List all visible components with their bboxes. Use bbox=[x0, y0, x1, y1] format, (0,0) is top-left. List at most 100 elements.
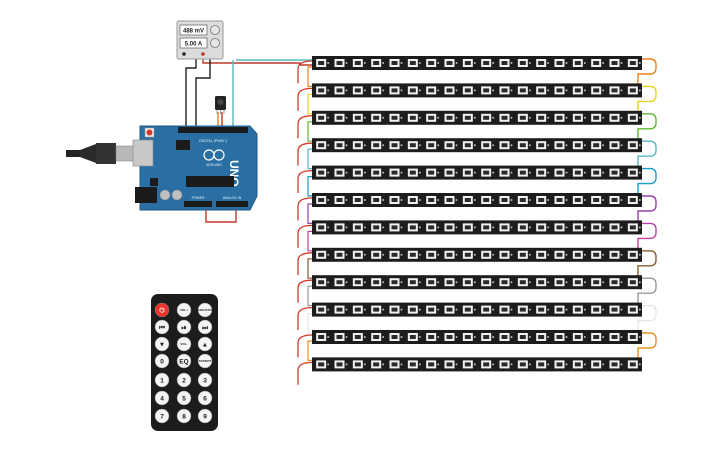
led-pad bbox=[455, 336, 458, 338]
remote-button-vol-plus[interactable]: VOL+ bbox=[176, 302, 192, 318]
led-pad bbox=[492, 253, 495, 256]
led-chip bbox=[318, 198, 325, 202]
led-pad bbox=[400, 226, 403, 229]
led-chip bbox=[538, 307, 545, 312]
led-strip-9[interactable] bbox=[312, 275, 642, 290]
led-pad bbox=[400, 281, 403, 284]
led-pad bbox=[638, 144, 641, 147]
led-strip-10[interactable] bbox=[312, 302, 642, 317]
led-chip bbox=[446, 307, 453, 312]
remote-button-label: 2 bbox=[182, 377, 186, 384]
remote-button-zero[interactable]: 0 bbox=[154, 353, 170, 369]
led-pad bbox=[327, 363, 330, 366]
led-pad bbox=[602, 171, 605, 174]
remote-button-cap bbox=[154, 408, 170, 424]
power-label: POWER bbox=[192, 196, 205, 200]
led-chip bbox=[629, 335, 636, 339]
led-pad bbox=[400, 199, 403, 201]
led-strip-12[interactable] bbox=[312, 357, 642, 372]
led-chip bbox=[519, 335, 526, 339]
led-strip-2[interactable] bbox=[312, 83, 642, 98]
voltage-knob[interactable] bbox=[210, 25, 220, 35]
remote-button-eq[interactable]: EQ bbox=[176, 353, 192, 369]
microcontroller-chip bbox=[186, 176, 234, 187]
led-chip bbox=[519, 115, 526, 120]
remote-button-nine[interactable]: 9 bbox=[197, 408, 213, 424]
led-pad bbox=[473, 116, 476, 119]
remote-button-func-stop[interactable]: FUNC/STOP bbox=[196, 302, 214, 318]
led-pad bbox=[510, 199, 513, 201]
led-strip-4[interactable] bbox=[312, 138, 642, 153]
remote-button-five[interactable]: 5 bbox=[176, 390, 192, 406]
led-chip bbox=[318, 170, 325, 175]
led-pad bbox=[510, 308, 513, 311]
led-chip bbox=[428, 280, 435, 285]
ir-receiver[interactable] bbox=[215, 96, 226, 114]
negative-terminal[interactable] bbox=[182, 52, 186, 56]
led-strip-1[interactable] bbox=[312, 56, 642, 70]
led-pad bbox=[345, 144, 348, 147]
current-knob[interactable] bbox=[210, 38, 220, 48]
led-pad bbox=[547, 62, 550, 64]
remote-button-up[interactable]: ▲ bbox=[197, 336, 213, 352]
led-strip-11[interactable] bbox=[312, 330, 642, 344]
led-chip bbox=[354, 362, 361, 367]
led-pad bbox=[455, 171, 458, 174]
remote-button-one[interactable]: 1 bbox=[154, 372, 170, 388]
remote-button-four[interactable]: 4 bbox=[154, 390, 170, 406]
led-chip bbox=[611, 115, 618, 120]
led-pad bbox=[492, 199, 495, 201]
ir-remote[interactable]: ⏻ VOL+FUNC/STOP ⏮ ⏯ ⏭ ▼ VOL- ▲ 0 EQ ST/REPT 1 2 3 4 5 6 7… bbox=[151, 294, 218, 431]
led-chip bbox=[629, 170, 636, 175]
reset-button[interactable] bbox=[146, 129, 153, 136]
remote-button-six[interactable]: 6 bbox=[197, 390, 213, 406]
strip-data-link bbox=[307, 148, 312, 170]
led-chip bbox=[519, 143, 526, 148]
led-strip-7[interactable] bbox=[312, 220, 642, 235]
current-readout: 5.00 A bbox=[185, 42, 203, 48]
led-chip bbox=[611, 143, 618, 148]
led-chip bbox=[428, 170, 435, 175]
led-pad bbox=[547, 144, 550, 147]
remote-button-forward[interactable]: ⏭ bbox=[197, 319, 213, 335]
remote-button-play-pause[interactable]: ⏯ bbox=[176, 319, 192, 335]
remote-button-down[interactable]: ▼ bbox=[154, 336, 170, 352]
led-chip bbox=[519, 170, 526, 175]
led-chip bbox=[391, 280, 398, 285]
strip-data-link bbox=[307, 121, 312, 142]
led-strip-6[interactable] bbox=[312, 193, 642, 207]
power-supply[interactable]: 488 mV 5.00 A bbox=[176, 20, 224, 60]
led-strip-8[interactable] bbox=[312, 247, 642, 262]
remote-button-seven[interactable]: 7 bbox=[154, 408, 170, 424]
strip-data-link bbox=[307, 176, 312, 197]
led-chip bbox=[538, 170, 545, 175]
remote-button-three[interactable]: 3 bbox=[197, 372, 213, 388]
led-chip bbox=[391, 198, 398, 202]
rail-segment bbox=[297, 361, 313, 385]
remote-button-cap bbox=[154, 319, 170, 335]
led-pad bbox=[345, 281, 348, 284]
led-chip bbox=[336, 143, 343, 148]
remote-button-rewind[interactable]: ⏮ bbox=[154, 319, 170, 335]
led-pad bbox=[528, 171, 531, 174]
remote-button-label: 5 bbox=[182, 395, 186, 402]
remote-button-two[interactable]: 2 bbox=[176, 372, 192, 388]
arduino-board[interactable]: DIGITAL (PWM~) UNO ARDUINO POWER ANALOG … bbox=[132, 125, 258, 211]
led-pad bbox=[638, 199, 641, 201]
led-pad bbox=[382, 171, 385, 174]
led-strip-5[interactable] bbox=[312, 165, 642, 180]
led-strip-3[interactable] bbox=[312, 110, 642, 125]
remote-button-vol-minus[interactable]: VOL- bbox=[176, 336, 192, 352]
positive-terminal[interactable] bbox=[201, 52, 205, 56]
led-pad bbox=[382, 308, 385, 311]
led-chip bbox=[336, 307, 343, 312]
remote-button-power[interactable]: ⏻ bbox=[154, 302, 170, 318]
remote-button-label: ST/REPT bbox=[199, 359, 212, 363]
led-chip bbox=[318, 362, 325, 367]
led-chip bbox=[629, 307, 636, 312]
remote-button-st-rept[interactable]: ST/REPT bbox=[197, 353, 213, 369]
led-pad bbox=[620, 116, 623, 119]
led-chip bbox=[501, 170, 508, 175]
strip-jumper-wire bbox=[637, 250, 657, 277]
remote-button-eight[interactable]: 8 bbox=[176, 408, 192, 424]
